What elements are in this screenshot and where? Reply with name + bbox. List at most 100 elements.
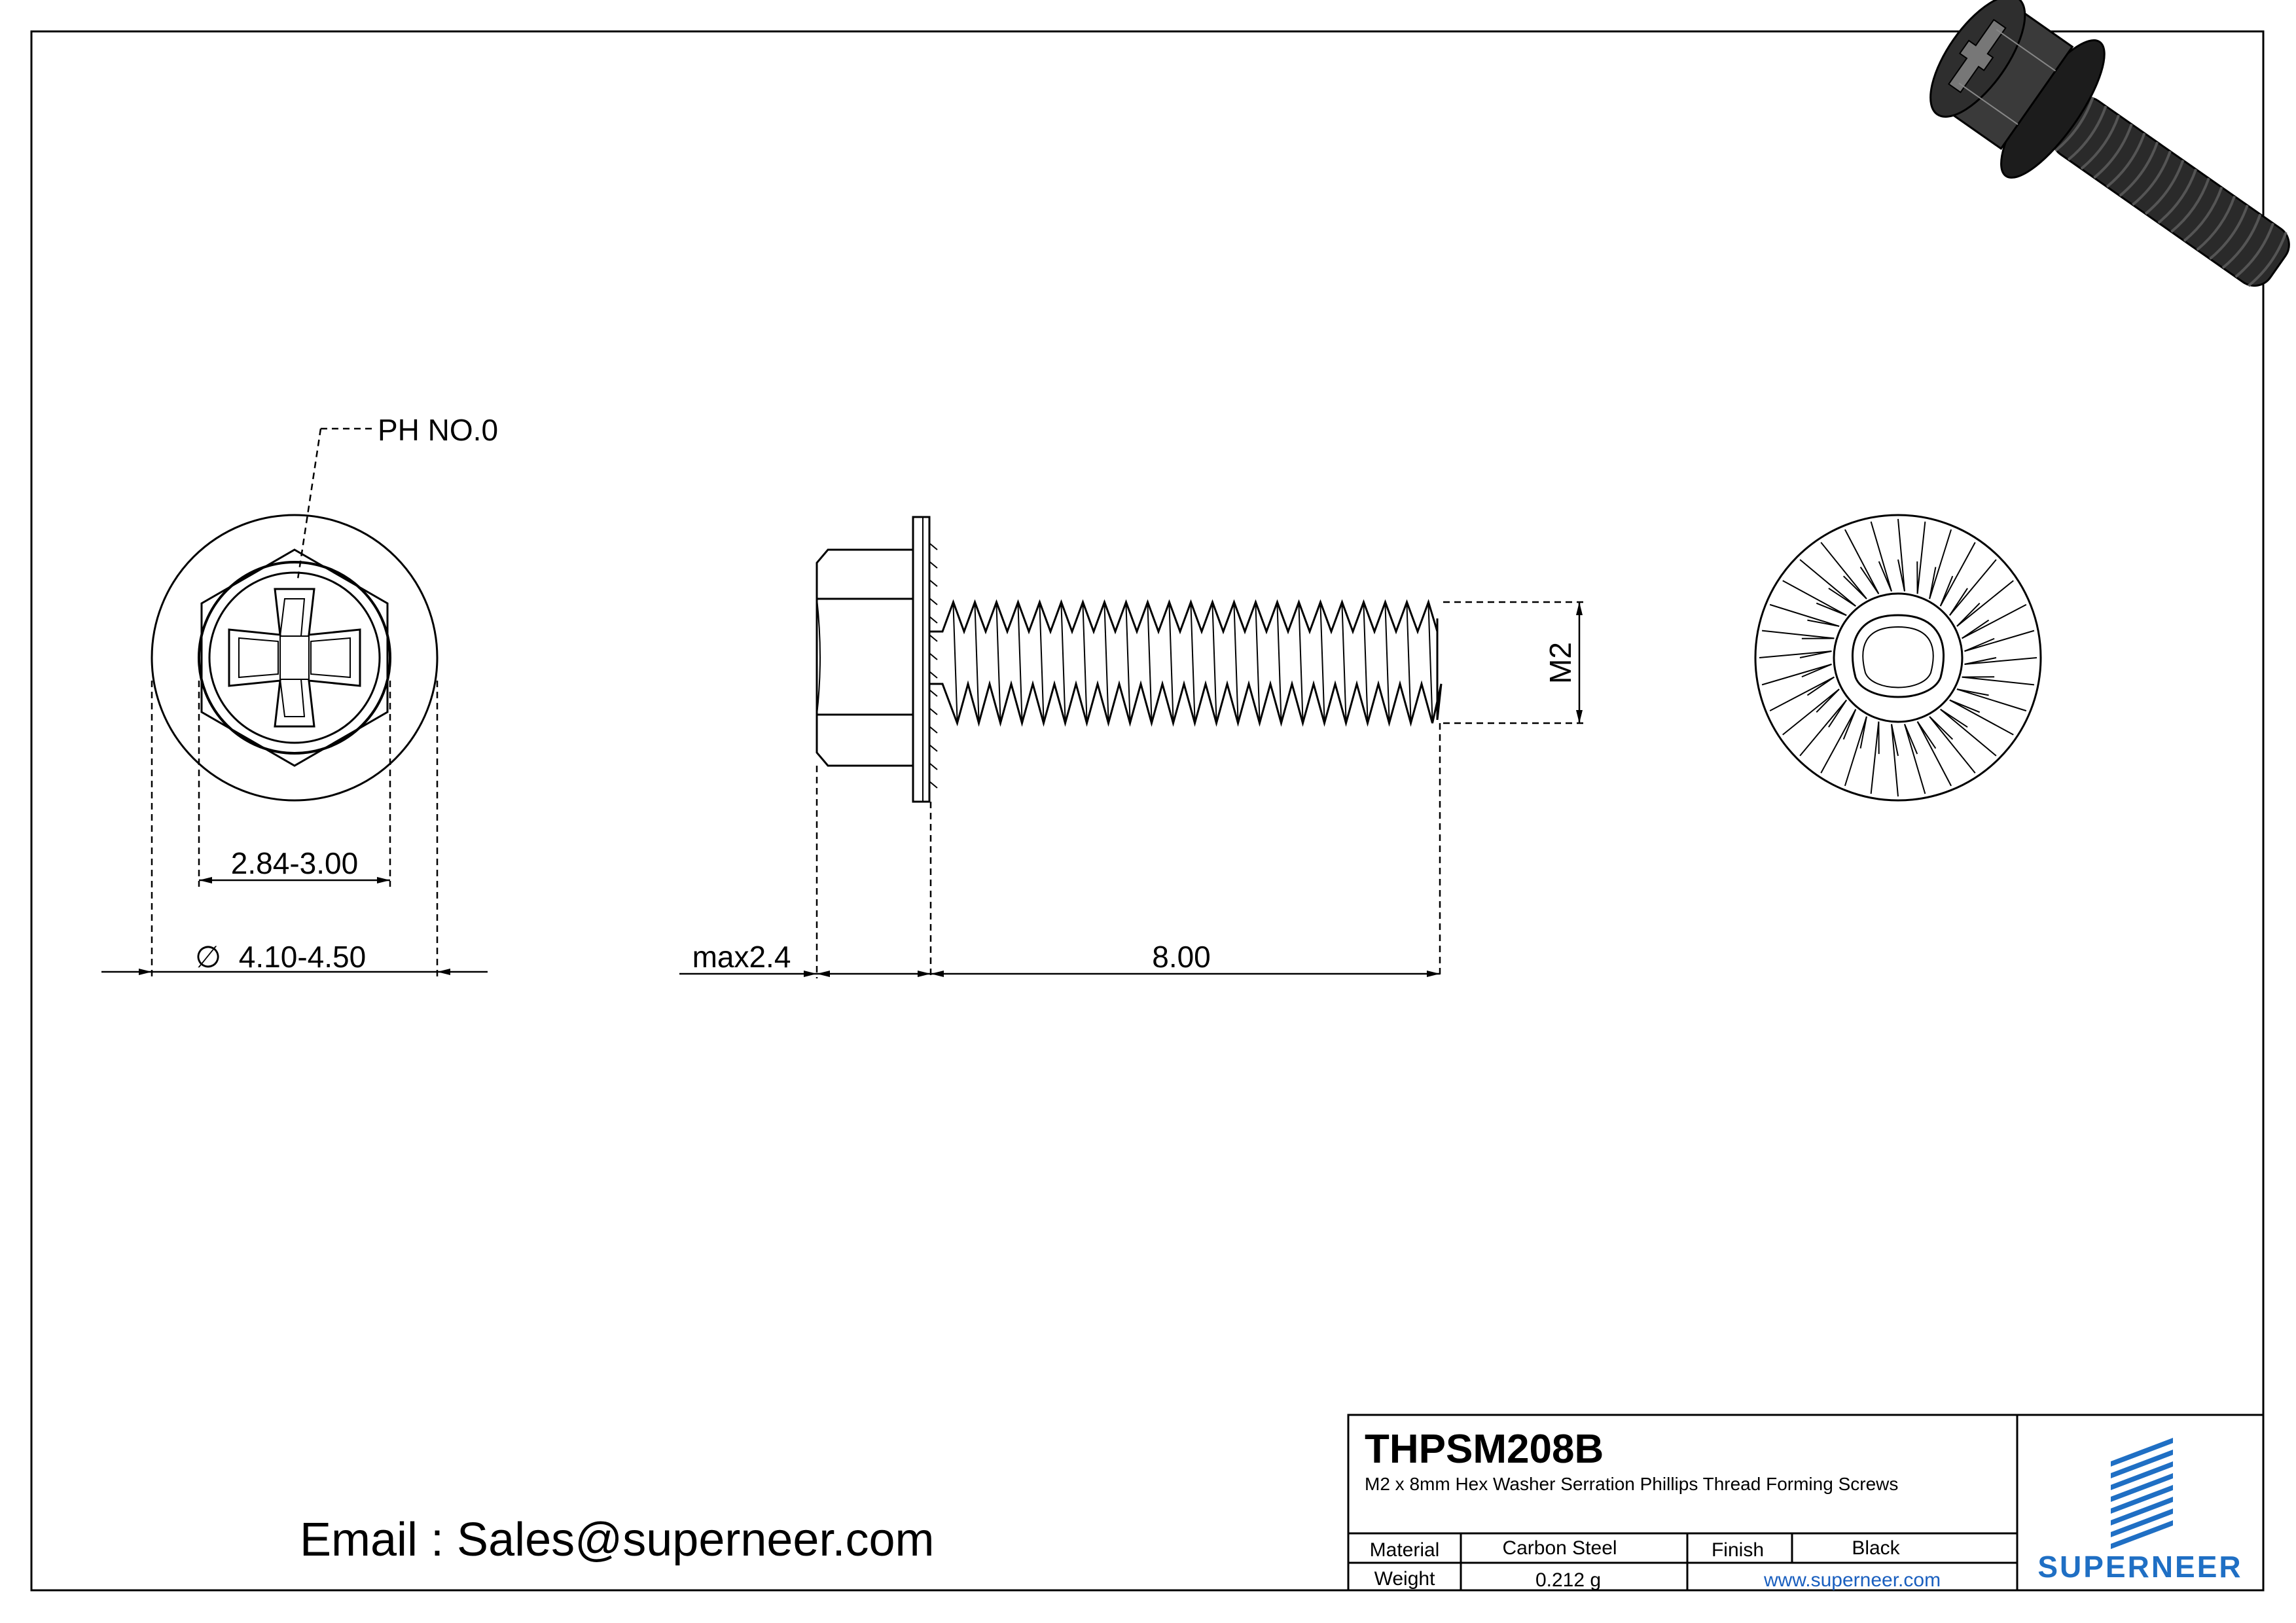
flange-outline: [151, 514, 439, 802]
thread-crest-line: [1255, 605, 1261, 721]
serration-ray: [1916, 721, 1952, 787]
thread-crest-line: [1341, 605, 1347, 721]
serration-tick: [929, 597, 938, 605]
serration-ray: [1891, 724, 1899, 797]
thread-crest-line: [1233, 605, 1239, 721]
serration-ray: [1956, 688, 1989, 696]
serration-ray: [1962, 619, 1990, 639]
serration-ray: [1964, 637, 1995, 652]
thread-crest-line: [1017, 605, 1023, 721]
logo-stripe: [2111, 1461, 2173, 1490]
website-link[interactable]: www.superneer.com: [1763, 1569, 1941, 1591]
serration-tick: [929, 634, 938, 642]
serration-ray: [1929, 716, 1954, 740]
serration-ray: [1929, 567, 1937, 599]
serration-ray: [1956, 602, 1981, 627]
iso-thread: [2119, 141, 2159, 197]
dim-recess-text: 2.84-3.00: [231, 846, 358, 880]
serration-ray: [1904, 724, 1918, 755]
diameter-symbol-icon: ∅: [195, 940, 221, 974]
serration-ray: [1949, 699, 1981, 713]
iso-thread: [2209, 204, 2249, 260]
logo-stripe: [2111, 1497, 2173, 1525]
serration-ray: [1956, 580, 2014, 627]
weight-label: Weight: [1374, 1568, 1435, 1590]
thread-crest-line: [1168, 605, 1174, 721]
material-value: Carbon Steel: [1502, 1537, 1617, 1559]
logo-stripe: [2111, 1438, 2173, 1467]
iso-thread: [2170, 177, 2210, 233]
serration-ray: [1820, 709, 1857, 774]
callout-label: PH NO.0: [378, 413, 498, 447]
thread-crest-line: [1147, 605, 1153, 721]
serration-ray: [1916, 721, 1937, 749]
serration-ray: [1916, 521, 1926, 594]
serration-ray: [1859, 716, 1867, 749]
serration-ray: [1964, 657, 2037, 665]
dim-flange-text: 4.10-4.50: [239, 940, 366, 974]
thread-crest-line: [1125, 605, 1131, 721]
serration-ray: [1807, 619, 1840, 627]
serration-ray: [1940, 709, 1997, 757]
serration-ray: [1816, 688, 1840, 713]
thread-crest-line: [1406, 605, 1412, 721]
iso-thread: [2132, 151, 2172, 206]
thread-crest-line: [1298, 605, 1304, 721]
phillips-cross-icon: [228, 588, 361, 728]
serration-tick: [929, 744, 938, 752]
dim-length-text: 8.00: [1152, 940, 1211, 974]
serration-ray: [1939, 575, 1954, 607]
thread-crest-line: [1319, 605, 1325, 721]
thread-profile-bottom: [929, 680, 1443, 727]
iso-thread: [2196, 196, 2236, 251]
thread-crest-line: [1039, 605, 1045, 721]
dim-head-height-text: max2.4: [692, 940, 791, 974]
serration-bottom-view: [1754, 514, 2042, 802]
serration-tick: [929, 579, 938, 587]
iso-thread: [2067, 105, 2108, 161]
iso-thread: [2157, 168, 2197, 224]
dimension-recess: 2.84-3.00: [199, 846, 390, 883]
part-description: M2 x 8mm Hex Washer Serration Phillips T…: [1365, 1474, 1898, 1494]
serration-ray: [1759, 651, 1832, 658]
serration-ray: [1891, 724, 1899, 757]
serration-tick: [929, 543, 938, 550]
serration-tick: [929, 707, 938, 715]
hex-head-outline: [200, 548, 389, 767]
thread-crest-line: [952, 605, 958, 721]
iso-thread: [2054, 96, 2094, 152]
contact-email: Email : Sales@superneer.com: [300, 1514, 935, 1566]
serration-ray: [1940, 709, 1968, 728]
serration-ray: [1859, 566, 1880, 594]
iso-thread: [2144, 160, 2185, 215]
logo-stripe: [2111, 1450, 2173, 1478]
recess-circle-inner: [208, 571, 381, 744]
serration-ray: [1842, 709, 1857, 740]
serration-ray: [1897, 518, 1905, 592]
serration-ray: [1799, 651, 1832, 658]
iso-thread: [2080, 115, 2121, 170]
serration-ray: [1761, 664, 1832, 686]
serration-tick: [929, 726, 938, 734]
dim-thread-text: M2: [1543, 642, 1577, 684]
serration-ray: [1842, 575, 1867, 599]
logo-stripe: [2111, 1520, 2173, 1549]
logo-stripe: [2111, 1508, 2173, 1537]
serration-ray: [1844, 716, 1867, 787]
iso-thread: [2221, 213, 2262, 269]
stripes-logo-icon: [2111, 1438, 2173, 1549]
title-block: [1347, 1414, 2265, 1592]
serration-ray: [1929, 716, 1976, 774]
thread-crest-line: [1082, 605, 1088, 721]
serration-ray: [1769, 603, 1840, 627]
thread-profile-top: [929, 599, 1439, 635]
thread-crest-line: [1276, 605, 1282, 721]
serration-ray: [1962, 676, 2035, 686]
logo-stripe: [2111, 1473, 2173, 1502]
serration-ray: [1782, 688, 1840, 736]
thread-crest-line: [1363, 605, 1369, 721]
trilobular-shank: [1851, 614, 1945, 698]
hex-head-side: [816, 548, 914, 767]
serration-ray: [1964, 657, 1997, 665]
serration-ray: [1769, 676, 1835, 712]
